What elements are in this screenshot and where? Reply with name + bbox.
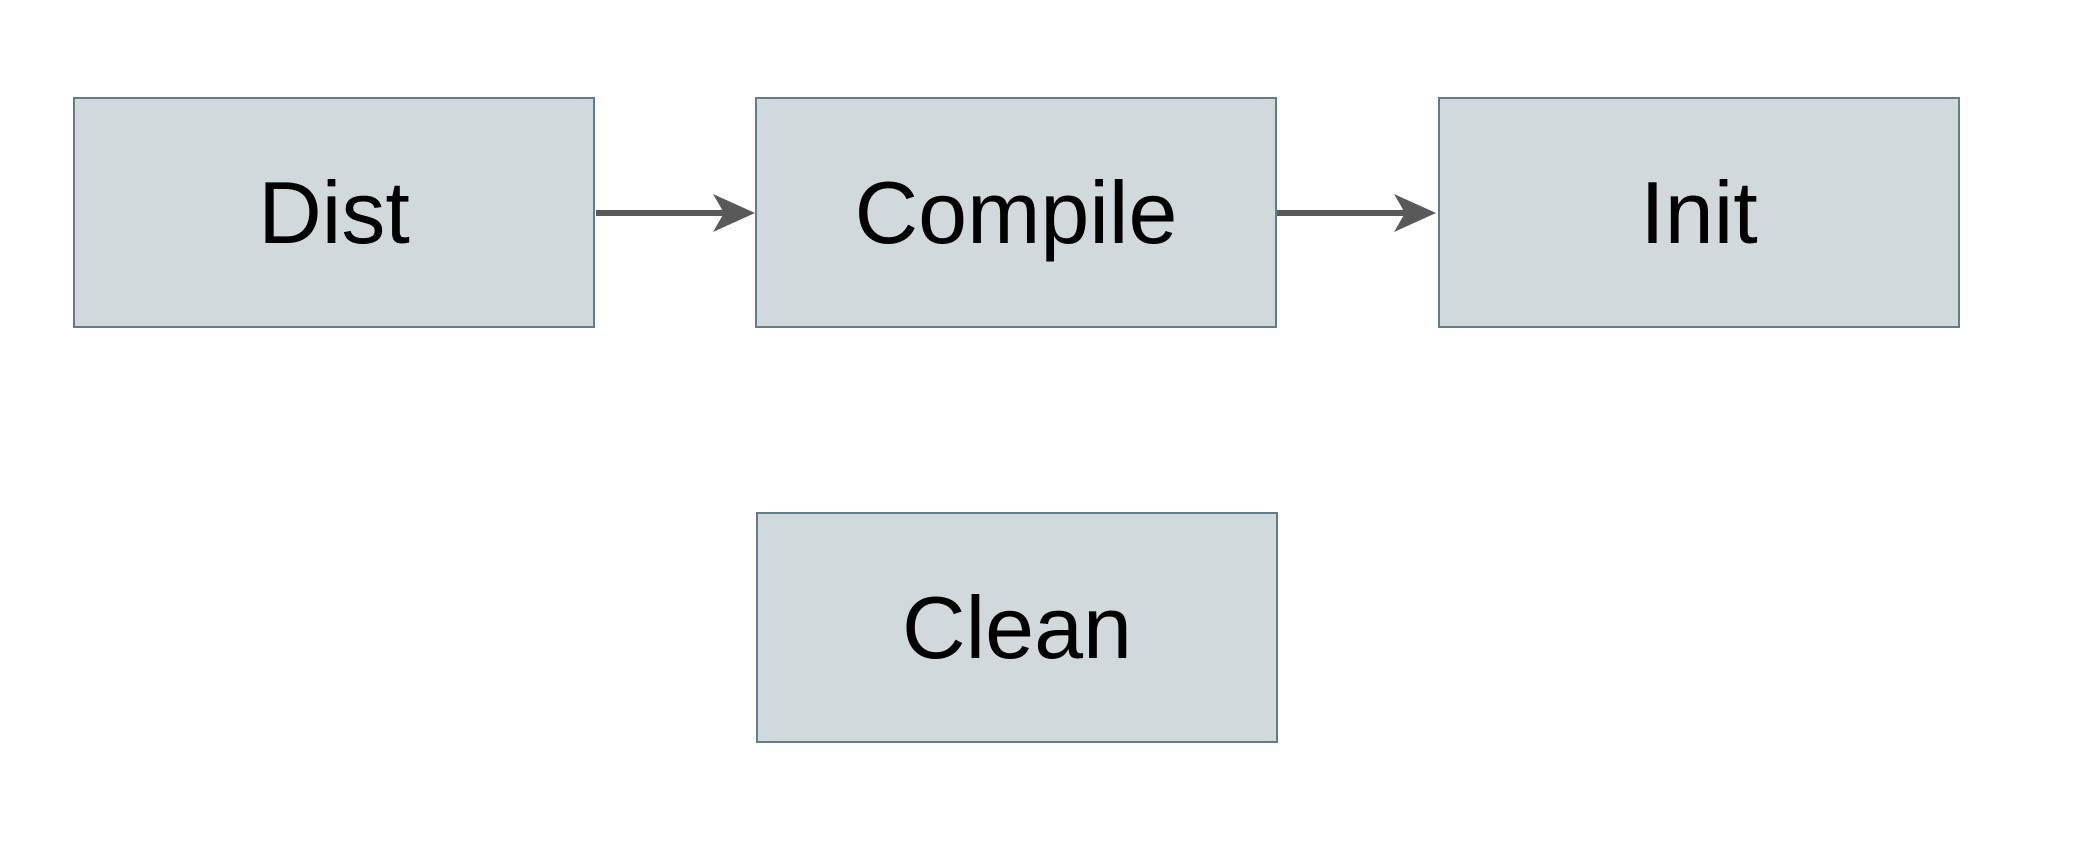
node-init: Init	[1438, 97, 1960, 328]
arrow-shaft	[1277, 210, 1406, 216]
node-compile-label: Compile	[854, 162, 1178, 262]
arrowhead-icon	[713, 194, 755, 232]
node-compile: Compile	[755, 97, 1277, 328]
arrow-compile-to-init	[1277, 194, 1436, 232]
node-clean-label: Clean	[902, 577, 1132, 677]
node-clean: Clean	[756, 512, 1278, 743]
node-init-label: Init	[1640, 162, 1758, 262]
arrow-shaft	[596, 210, 725, 216]
arrow-dist-to-compile	[596, 194, 755, 232]
node-dist: Dist	[73, 97, 595, 328]
arrowhead-icon	[1394, 194, 1436, 232]
node-dist-label: Dist	[258, 162, 410, 262]
